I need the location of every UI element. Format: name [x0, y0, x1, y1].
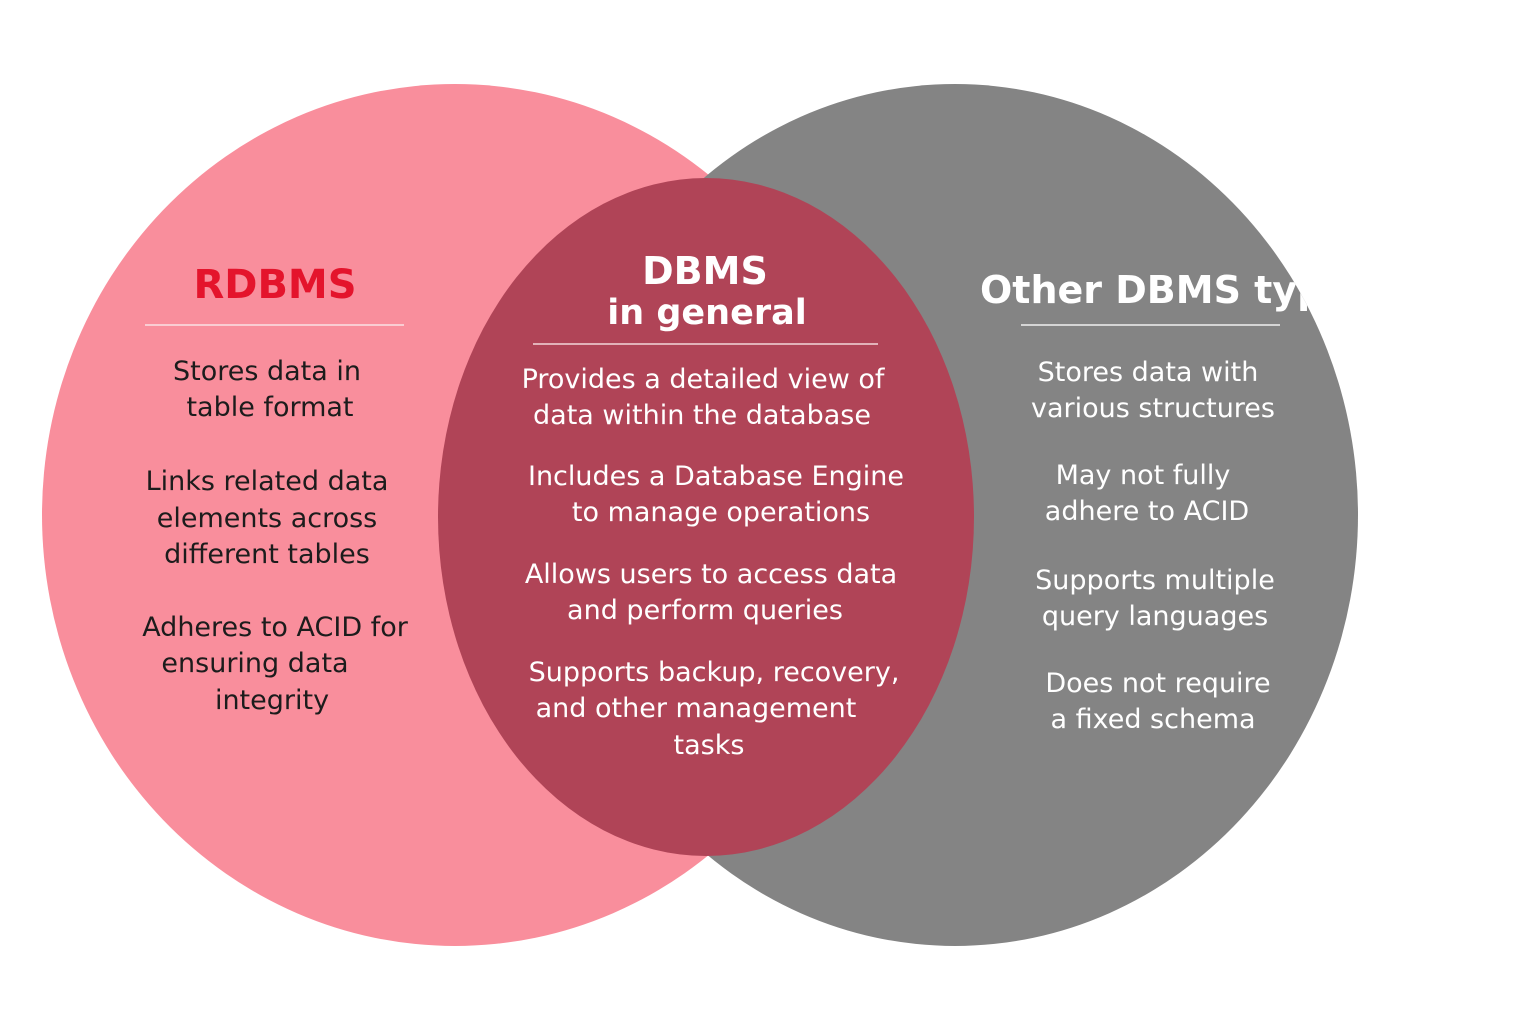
dbms-general-overlap [438, 178, 974, 856]
rdbms-item-1-line-2: table format [186, 392, 353, 423]
other-item-2-line-2: adhere to ACID [1045, 496, 1249, 527]
general-item-4-line-3: tasks [674, 730, 745, 761]
rdbms-title: RDBMS [193, 262, 356, 308]
other-item-4-line-1: Does not require [1045, 668, 1270, 699]
general-item-2-line-2: to manage operations [572, 497, 870, 528]
other-item-1-line-1: Stores data with [1038, 357, 1259, 388]
other-item-2-line-1: May not fully [1056, 460, 1231, 491]
other-item-1-line-2: various structures [1031, 393, 1275, 424]
rdbms-item-3-line-2: ensuring data [161, 648, 348, 679]
general-item-3-line-2: and perform queries [567, 595, 843, 626]
other-dbms-title: Other DBMS types [980, 268, 1373, 312]
rdbms-item-2-line-3: different tables [164, 539, 370, 570]
general-item-2-line-1: Includes a Database Engine [528, 461, 904, 492]
rdbms-item-3-line-1: Adheres to ACID for [142, 612, 409, 643]
general-item-4-line-2: and other management [536, 693, 857, 724]
general-item-1-line-2: data within the database [533, 400, 871, 431]
rdbms-item-2-line-1: Links related data [146, 466, 389, 497]
dbms-general-title: DBMS [642, 249, 768, 293]
other-item-4-line-2: a fixed schema [1050, 704, 1255, 735]
general-item-1-line-1: Provides a detailed view of [522, 364, 886, 395]
general-item-3-line-1: Allows users to access data [525, 559, 897, 590]
rdbms-item-2-line-2: elements across [157, 503, 378, 534]
other-item-3-line-2: query languages [1042, 601, 1268, 632]
general-item-4-line-1: Supports backup, recovery, [529, 657, 900, 688]
dbms-general-subtitle: in general [607, 293, 806, 333]
rdbms-item-3-line-3: integrity [215, 685, 329, 716]
other-item-3-line-1: Supports multiple [1035, 565, 1275, 596]
rdbms-item-1-line-1: Stores data in [173, 356, 361, 387]
